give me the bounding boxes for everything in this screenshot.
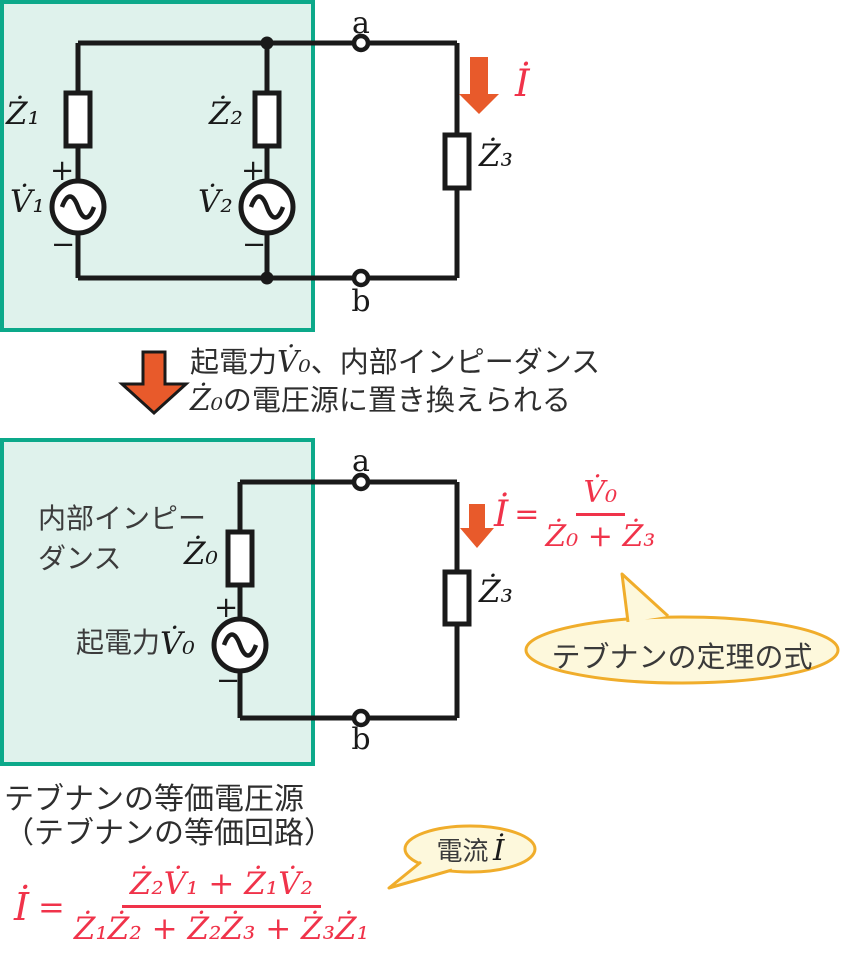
formula-denominator: Ż₁Ż₂ + Ż₂Ż₃ + Ż₃Ż₁ — [73, 911, 369, 947]
impedance-z1-body — [63, 90, 93, 149]
formula-denominator: Ż₀ + Ż₃ — [545, 519, 656, 554]
voltage-source-v1 — [49, 178, 107, 236]
current-speech-bubble — [387, 824, 537, 890]
transform-annotation-line2: Ż₀の電圧源に置き換えられる — [190, 382, 600, 420]
polarity-plus: + — [241, 153, 266, 187]
polarity-plus: + — [214, 590, 239, 624]
polarity-minus: − — [242, 227, 267, 261]
down-block-arrow-icon — [118, 350, 190, 416]
circuit1-wires — [75, 40, 460, 281]
polarity-plus: + — [50, 153, 75, 187]
formula-equals: = — [38, 887, 65, 926]
impedance-z2-body — [252, 90, 282, 149]
internal-impedance-label-line2: ダンス — [38, 543, 122, 574]
formula-equals: = — [514, 497, 540, 532]
z0-symbol: Ż₀ — [190, 383, 223, 418]
impedance-z3-body — [442, 132, 472, 191]
annotation-text: 、内部インピーダンス — [310, 347, 601, 379]
impedance-z2-label: Ż₂ — [209, 96, 243, 132]
equivalent-source-box — [0, 438, 315, 766]
terminal-b-node-2 — [351, 708, 371, 728]
junction-dot — [260, 271, 274, 285]
terminal-a-label: a — [352, 6, 370, 41]
annotation-text: 起電力 — [190, 347, 278, 379]
current-bubble-jp: 電流 — [436, 836, 489, 866]
impedance-z0-label: Ż₀ — [184, 536, 218, 572]
thevenin-formula: İ = V̇₀ Ż₀ + Ż₃ — [494, 475, 655, 554]
terminal-b-node — [351, 268, 371, 288]
impedance-z1-label: Ż₁ — [6, 96, 40, 132]
transform-annotation: 起電力V̇₀、内部インピーダンス Ż₀の電圧源に置き換えられる — [190, 344, 600, 420]
source-v1-label: V̇₁ — [10, 184, 45, 220]
equivalent-circuit-caption: テブナンの等価電圧源 （テブナンの等価回路） — [4, 783, 334, 851]
result-formula: İ = Ż₂V̇₁ + Ż₁V̇₂ Ż₁Ż₂ + Ż₂Ż₃ + Ż₃Ż₁ — [14, 866, 369, 947]
transform-annotation-line1: 起電力V̇₀、内部インピーダンス — [190, 344, 600, 382]
polarity-minus: − — [51, 227, 76, 261]
polarity-minus: − — [216, 663, 241, 697]
theorem-bubble-label: テブナンの定理の式 — [551, 642, 813, 674]
formula-lhs: İ — [14, 884, 30, 929]
impedance-z3-label-2: Ż₃ — [479, 574, 513, 610]
terminal-a-node-2 — [351, 472, 371, 492]
formula-numerator: V̇₀ — [575, 475, 626, 516]
caption-line1: テブナンの等価電圧源 — [4, 783, 304, 816]
sine-wave-icon — [248, 194, 286, 220]
source-v2-label: V̇₂ — [198, 184, 233, 220]
voltage-source-v2 — [238, 178, 296, 236]
terminal-b-label: b — [351, 284, 371, 319]
current-i-label: İ — [515, 62, 530, 105]
emf-label-group: 起電力V̇₀ — [76, 621, 195, 662]
impedance-z3-body-2 — [442, 569, 472, 627]
caption-line2: （テブナンの等価回路） — [4, 817, 334, 850]
impedance-z0-body — [225, 529, 255, 588]
sine-wave-icon — [221, 632, 259, 658]
circuit2-wires — [237, 479, 460, 721]
theorem-speech-bubble — [524, 572, 840, 685]
voltage-source-v0 — [211, 616, 269, 674]
annotation-text: の電圧源に置き換えられる — [222, 385, 571, 417]
formula-fraction: Ż₂V̇₁ + Ż₁V̇₂ Ż₁Ż₂ + Ż₂Ż₃ + Ż₃Ż₁ — [74, 866, 369, 947]
current-arrow-icon-2 — [460, 504, 494, 548]
source-v0-label: V̇₀ — [160, 626, 195, 662]
emf-label: 起電力 — [76, 627, 161, 658]
terminal-a-node — [351, 33, 371, 53]
current-bubble-label: 電流 İ — [407, 831, 534, 868]
current-arrow-icon — [459, 57, 499, 114]
internal-impedance-label-line1: 内部インピー — [38, 503, 207, 534]
formula-fraction: V̇₀ Ż₀ + Ż₃ — [545, 475, 655, 554]
terminal-b-label-2: b — [351, 722, 371, 757]
formula-lhs: İ — [494, 494, 509, 535]
terminal-a-label-2: a — [352, 444, 370, 479]
impedance-z3-label: Ż₃ — [479, 138, 513, 174]
current-bubble-symbol: İ — [493, 833, 505, 867]
junction-dot — [260, 36, 274, 50]
v0-symbol: V̇₀ — [277, 345, 311, 380]
sine-wave-icon — [59, 194, 97, 220]
formula-numerator: Ż₂V̇₁ + Ż₁V̇₂ — [121, 866, 322, 908]
